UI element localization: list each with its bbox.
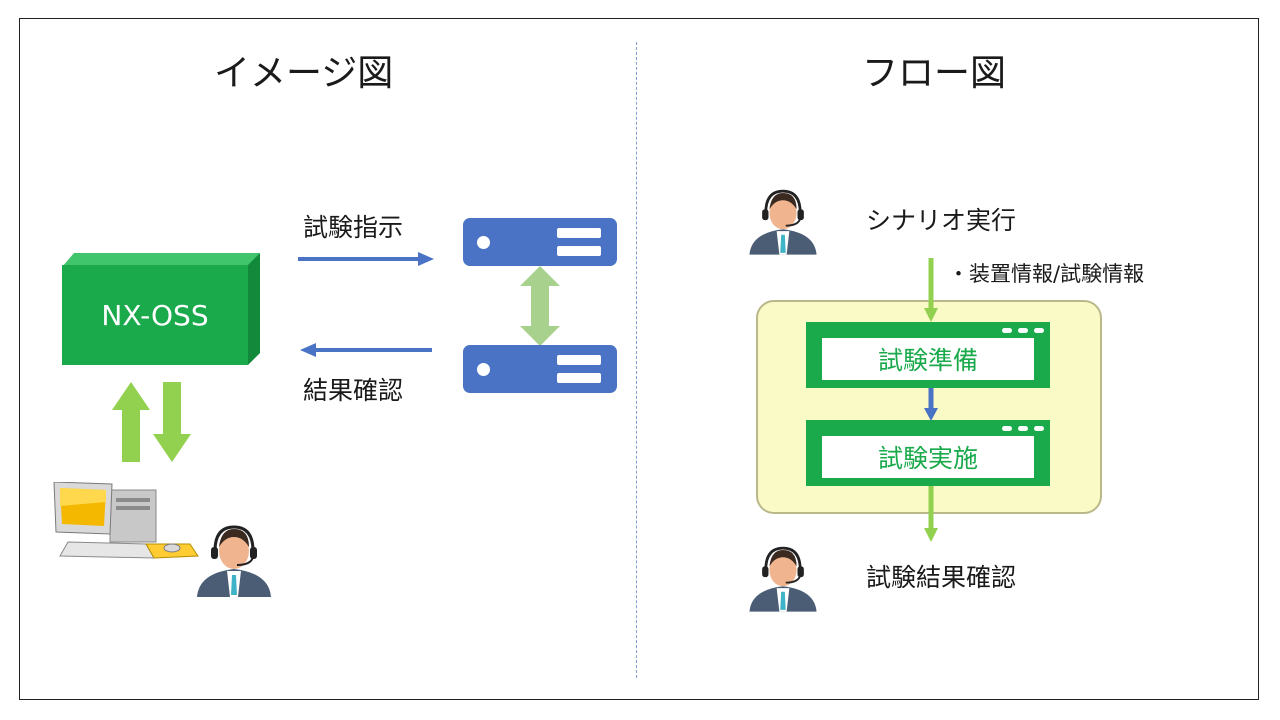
input-note-label: ・装置情報/試験情報 (948, 262, 1145, 286)
test-instruction-label: 試験指示 (303, 213, 404, 242)
nx-oss-box-top (62, 253, 260, 267)
diagram-frame (19, 18, 1259, 700)
step-test-exec-label: 試験実施 (822, 436, 1034, 478)
operator-icon (197, 525, 271, 597)
nx-oss-box-side (248, 253, 260, 365)
up-arrow (112, 382, 150, 462)
nx-oss-label: NX-OSS (101, 298, 209, 332)
server-icon (463, 345, 617, 393)
server-icon (463, 218, 617, 266)
right-panel-title: フロー図 (862, 53, 1007, 94)
step-test-exec: 試験実施 (806, 420, 1050, 486)
step-test-prep-label: 試験準備 (822, 338, 1034, 380)
server-sync-arrow (520, 266, 560, 346)
computer-icon (53, 482, 199, 559)
operator-icon (749, 189, 817, 255)
result-check-label: 結果確認 (303, 376, 404, 405)
operator-icon (749, 546, 817, 612)
test-result-check-label: 試験結果確認 (866, 563, 1017, 592)
down-arrow (153, 382, 191, 462)
panel-divider (636, 42, 637, 678)
nx-oss-box: NX-OSS (62, 265, 248, 365)
step-test-prep: 試験準備 (806, 322, 1050, 388)
left-panel-title: イメージ図 (214, 53, 394, 94)
scenario-run-label: シナリオ実行 (866, 206, 1017, 235)
